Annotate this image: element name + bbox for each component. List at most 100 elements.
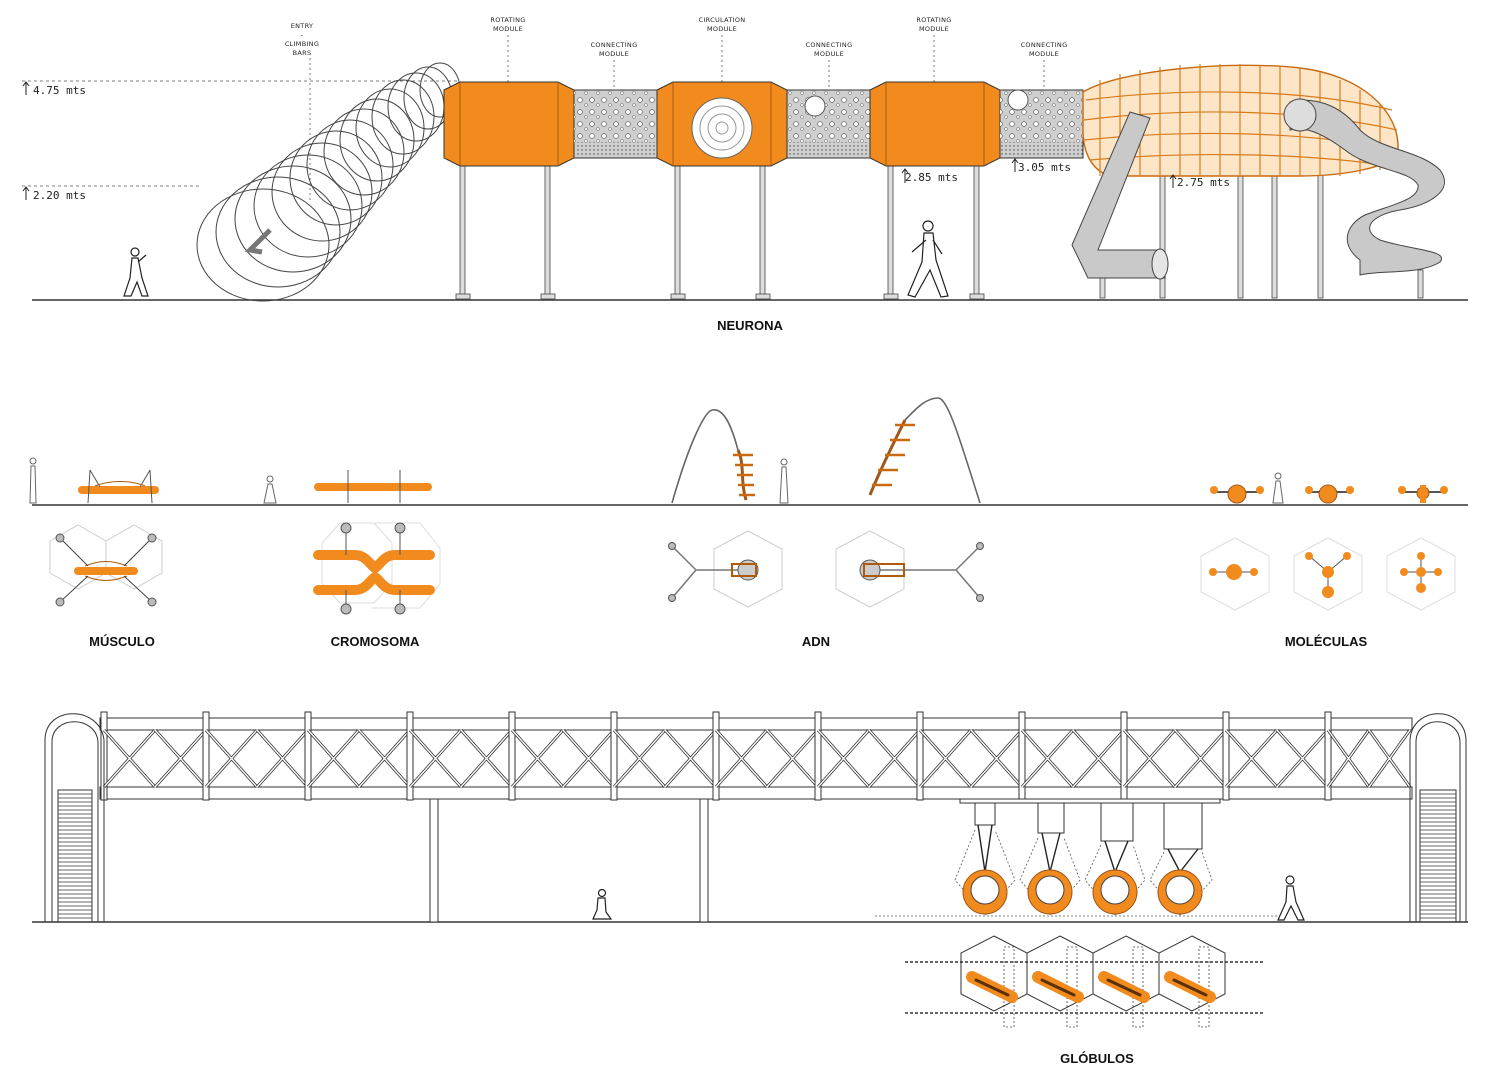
- svg-text:CONNECTING: CONNECTING: [806, 41, 853, 49]
- person-silhouette: [123, 247, 149, 297]
- svg-text:MODULE: MODULE: [493, 25, 523, 33]
- truss-post: [304, 711, 312, 801]
- truss-brace: [613, 729, 666, 788]
- hanging-globules: [875, 798, 1280, 917]
- dim-label: 3.05 mts: [1018, 161, 1071, 174]
- svg-text:MODULE: MODULE: [919, 25, 949, 33]
- svg-text:ROTATING: ROTATING: [916, 16, 951, 24]
- dim-label: 2.20 mts: [33, 189, 86, 202]
- svg-text:MODULE: MODULE: [1029, 50, 1059, 58]
- moleculas-plan: [1200, 537, 1456, 611]
- truss-brace: [205, 729, 258, 788]
- moleculas-elevation: [1210, 484, 1448, 504]
- truss-post: [1324, 711, 1332, 801]
- label-adn: ADN: [802, 634, 830, 649]
- globulos-section: GLÓBULOS: [32, 711, 1468, 1066]
- svg-text:BARS: BARS: [293, 49, 312, 57]
- straight-slide: [1071, 111, 1169, 280]
- callout-connecting-2: CONNECTING MODULE: [806, 41, 853, 90]
- truss-brace: [1072, 729, 1125, 788]
- label-musculo: MÚSCULO: [89, 634, 155, 649]
- person-silhouette: [592, 888, 613, 920]
- truss-brace: [1327, 729, 1370, 788]
- person-silhouette: [1277, 875, 1305, 921]
- truss-brace: [1368, 729, 1411, 788]
- truss-post: [406, 711, 414, 801]
- person-silhouette: [263, 475, 277, 504]
- dim-label: 2.85 mts: [905, 171, 958, 184]
- connecting-module-2: [786, 89, 871, 159]
- svg-text:MODULE: MODULE: [814, 50, 844, 58]
- svg-text:-: -: [301, 31, 304, 39]
- cromosoma-elevation: [314, 470, 432, 503]
- truss-brace: [1225, 729, 1278, 788]
- person-silhouette: [29, 457, 37, 504]
- adn-elevation: [671, 397, 981, 504]
- truss-brace: [562, 729, 615, 788]
- person-silhouette: [779, 458, 789, 504]
- truss-brace: [154, 729, 207, 788]
- truss-post: [712, 711, 720, 801]
- truss-brace: [817, 729, 870, 788]
- svg-text:CIRCULATION: CIRCULATION: [699, 16, 746, 24]
- truss-brace: [256, 729, 309, 788]
- spiral-slide: [1283, 98, 1445, 276]
- callout-connecting-1: CONNECTING MODULE: [591, 41, 638, 90]
- dim-arrow-icon: [22, 186, 30, 200]
- cromosoma-plan: [313, 522, 441, 615]
- neurona-title: NEURONA: [717, 318, 783, 333]
- adn-plan: [668, 530, 984, 608]
- svg-text:CONNECTING: CONNECTING: [1021, 41, 1068, 49]
- truss-post: [1222, 711, 1230, 801]
- rotating-module-1: [443, 81, 575, 167]
- svg-text:ENTRY: ENTRY: [291, 22, 314, 30]
- connecting-module-3: [999, 89, 1084, 159]
- truss-brace: [409, 729, 462, 788]
- truss-brace: [868, 729, 921, 788]
- person-silhouette: [1272, 472, 1284, 504]
- truss-post: [202, 711, 210, 801]
- truss-brace: [103, 729, 156, 788]
- dim-label: 2.75 mts: [1177, 176, 1230, 189]
- dim-arrow-icon: [1011, 158, 1019, 172]
- truss-brace: [1174, 729, 1227, 788]
- svg-text:CLIMBING: CLIMBING: [285, 40, 319, 48]
- entry-climbing-tube: [196, 62, 461, 302]
- circulation-module: [656, 81, 788, 167]
- connecting-module-1: [573, 89, 658, 159]
- truss-brace: [664, 729, 717, 788]
- middle-section: MÚSCULO CROMOSOMA: [29, 397, 1468, 649]
- musculo-plan: [49, 524, 163, 607]
- label-cromosoma: CROMOSOMA: [331, 634, 420, 649]
- dim-arrow-icon: [1169, 174, 1177, 188]
- bridge-truss: [44, 711, 1467, 923]
- truss-brace: [511, 729, 564, 788]
- truss-brace: [766, 729, 819, 788]
- truss-post: [610, 711, 618, 801]
- truss-brace: [358, 729, 411, 788]
- truss-brace: [307, 729, 360, 788]
- truss-post: [508, 711, 516, 801]
- globulos-plan: [905, 935, 1265, 1028]
- svg-text:CONNECTING: CONNECTING: [591, 41, 638, 49]
- truss-brace: [1276, 729, 1329, 788]
- globulos-title: GLÓBULOS: [1060, 1051, 1134, 1066]
- truss-brace: [1021, 729, 1074, 788]
- dim-label: 4.75 mts: [33, 84, 86, 97]
- svg-text:ROTATING: ROTATING: [490, 16, 525, 24]
- rotating-module-2: [869, 81, 1001, 167]
- callout-connecting-3: CONNECTING MODULE: [1021, 41, 1068, 90]
- truss-brace: [970, 729, 1023, 788]
- musculo-elevation: [78, 469, 159, 504]
- label-moleculas: MOLÉCULAS: [1285, 634, 1368, 649]
- svg-text:MODULE: MODULE: [599, 50, 629, 58]
- truss-brace: [1123, 729, 1176, 788]
- truss-post: [814, 711, 822, 801]
- dim-arrow-icon: [901, 168, 909, 183]
- truss-post: [916, 711, 924, 801]
- neurona-section: 4.75 mts 2.20 mts ENTRY - CLIMBING BARS: [22, 16, 1468, 333]
- truss-brace: [460, 729, 513, 788]
- truss-brace: [919, 729, 972, 788]
- callout-entry: ENTRY - CLIMBING BARS: [285, 22, 319, 200]
